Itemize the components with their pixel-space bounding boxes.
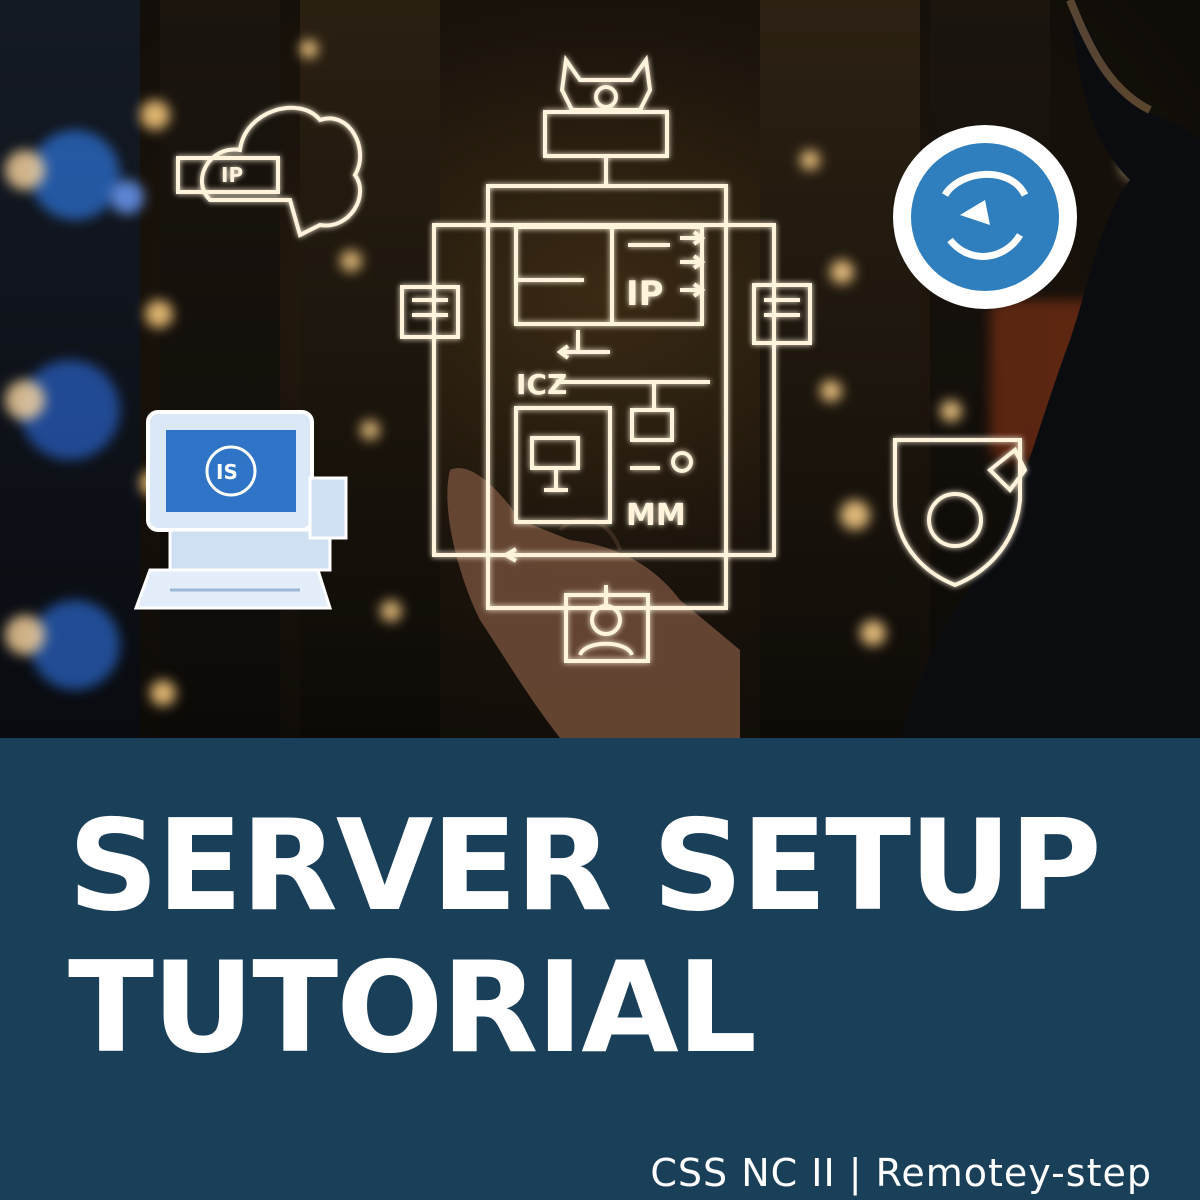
technician-silhouette bbox=[900, 0, 1200, 738]
network-overlay: IP IP ICZ MM IS bbox=[133, 54, 1077, 663]
cloud-ip-icon bbox=[176, 105, 362, 238]
user-icon bbox=[543, 54, 669, 158]
cloud-ip-label: IP bbox=[221, 163, 243, 187]
computer-icon: IS bbox=[133, 410, 348, 610]
mm-label: MM bbox=[626, 498, 686, 533]
title-banner: SERVER SETUP TUTORIAL CSS NC II | Remote… bbox=[0, 738, 1200, 1200]
server-diagram-icon bbox=[432, 156, 776, 610]
title-line-2: TUTORIAL bbox=[68, 934, 757, 1081]
shield-icon bbox=[893, 438, 1028, 588]
ip-label: IP bbox=[626, 274, 664, 314]
rack bbox=[300, 0, 440, 738]
title-line-1: SERVER SETUP bbox=[68, 792, 1102, 939]
user-icon bbox=[564, 593, 650, 663]
rack bbox=[760, 0, 920, 738]
document-icon bbox=[400, 285, 460, 339]
document-icon bbox=[752, 283, 812, 345]
server-room-photo bbox=[0, 0, 1200, 738]
subtitle: CSS NC II | Remotey-step bbox=[650, 1151, 1152, 1195]
icz-label: ICZ bbox=[516, 368, 567, 401]
globe-badge-icon bbox=[893, 125, 1077, 309]
rack bbox=[160, 0, 280, 738]
computer-screen-label: IS bbox=[216, 460, 238, 484]
